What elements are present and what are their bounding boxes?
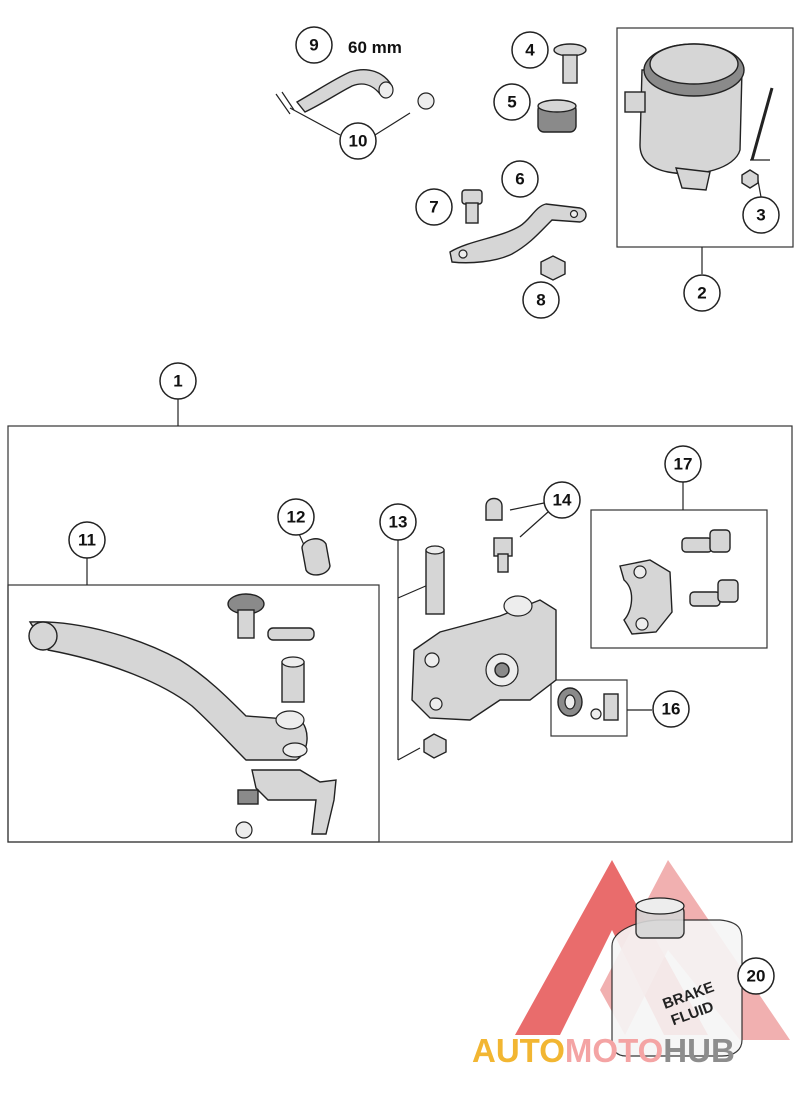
dust-boot xyxy=(301,538,331,576)
adjuster-shank xyxy=(237,609,255,639)
callout-10: 10 xyxy=(339,122,377,160)
svg-text:10: 10 xyxy=(349,132,368,151)
callout-13: 13 xyxy=(379,503,417,541)
callout-8: 8 xyxy=(522,281,560,319)
svg-text:13: 13 xyxy=(389,513,408,532)
callout-7: 7 xyxy=(415,188,453,226)
clamp-hole-bottom xyxy=(635,617,649,631)
lever-spring xyxy=(237,789,259,805)
leader-lines xyxy=(86,107,770,761)
svg-text:20: 20 xyxy=(747,967,766,986)
callout-14: 14 xyxy=(543,481,581,519)
pivot-nut xyxy=(423,733,447,759)
lever-pivot-hole xyxy=(275,710,305,730)
bleeder-cap xyxy=(485,497,503,521)
lever-assembly-frame xyxy=(7,584,380,843)
svg-text:11: 11 xyxy=(78,531,96,550)
svg-text:7: 7 xyxy=(429,198,438,217)
lever-blade xyxy=(251,769,337,835)
svg-text:2: 2 xyxy=(697,284,706,303)
hose xyxy=(295,68,393,113)
callout-20: 20 xyxy=(737,957,775,995)
pivot-pin-top xyxy=(425,545,445,555)
reservoir-nut xyxy=(741,169,759,189)
hose-length-label: 60 mm xyxy=(348,38,402,57)
callout-9: 9 xyxy=(295,26,333,64)
bracket-bolt-shank xyxy=(465,202,479,224)
watermark-text: AUTOMOTOHUB xyxy=(472,1032,735,1069)
callout-5: 5 xyxy=(493,83,531,121)
brake-lever xyxy=(28,621,308,761)
clamp-bolt-upper-head xyxy=(709,529,731,553)
reservoir-assembly-frame xyxy=(616,27,794,248)
clamp-bolt-lower-shank xyxy=(689,591,721,607)
mount-hole-left xyxy=(424,652,440,668)
bleeder-valve-tip xyxy=(497,553,509,573)
clamp-bolt-upper-shank xyxy=(681,537,713,553)
reservoir-body xyxy=(639,69,743,175)
svg-text:1: 1 xyxy=(173,372,182,391)
hose-clamp-right xyxy=(417,92,435,110)
callout-11: 11 xyxy=(68,521,106,559)
master-cylinder-assembly-frame xyxy=(7,425,793,843)
callout-16: 16 xyxy=(652,690,690,728)
master-cylinder-port xyxy=(503,595,533,617)
lever-clip xyxy=(235,821,253,839)
svg-text:12: 12 xyxy=(287,508,306,527)
handlebar-clamp xyxy=(619,559,673,635)
reservoir-outlet xyxy=(675,167,711,191)
bracket-hole-right xyxy=(569,209,579,219)
seal-grommet-inner xyxy=(564,694,576,710)
svg-text:8: 8 xyxy=(536,291,545,310)
seal-ring xyxy=(590,708,602,720)
bleeder-valve-body xyxy=(493,537,513,557)
svg-text:16: 16 xyxy=(662,700,681,719)
bottle-cap-top xyxy=(635,897,685,915)
reservoir-mount-tab xyxy=(624,91,646,113)
svg-text:4: 4 xyxy=(525,41,535,60)
clamp-bolt-lower-head xyxy=(717,579,739,603)
seal-fitting xyxy=(603,693,619,721)
callout-2: 2 xyxy=(683,274,721,312)
svg-text:3: 3 xyxy=(756,206,765,225)
lever-bushing xyxy=(281,661,305,703)
lever-pivot-hole-2 xyxy=(282,742,308,758)
lever-tip xyxy=(28,621,58,651)
bracket-nut xyxy=(540,255,566,281)
reservoir-bracket xyxy=(449,203,587,264)
svg-text:5: 5 xyxy=(507,93,516,112)
svg-text:9: 9 xyxy=(309,36,318,55)
reservoir-cap-screw-head xyxy=(553,43,587,57)
reservoir-bolt xyxy=(750,87,774,161)
mount-hole-lower xyxy=(429,697,443,711)
svg-text:6: 6 xyxy=(515,170,524,189)
hose-end xyxy=(378,81,394,99)
pivot-pin xyxy=(425,549,445,615)
master-cylinder-bore-inner xyxy=(494,662,510,678)
callout-1: 1 xyxy=(159,362,197,400)
callout-4: 4 xyxy=(511,31,549,69)
lever-bushing-top xyxy=(281,656,305,668)
svg-text:14: 14 xyxy=(553,491,572,510)
callout-12: 12 xyxy=(277,498,315,536)
bracket-bolt-head xyxy=(461,189,483,205)
callout-3: 3 xyxy=(742,196,780,234)
master-cylinder-body xyxy=(411,599,557,721)
hose-clamp-left xyxy=(275,91,295,115)
callout-17: 17 xyxy=(664,445,702,483)
bracket-hole-left xyxy=(458,249,468,259)
seal-kit-frame xyxy=(550,679,628,737)
reservoir-cap-screw-shank xyxy=(562,54,578,84)
grommet-top xyxy=(537,99,577,113)
clamp-hole-top xyxy=(633,565,647,579)
reservoir-lid-top xyxy=(649,43,739,85)
clamp-assembly-frame xyxy=(590,509,768,649)
adjuster-pin xyxy=(267,627,315,641)
svg-text:17: 17 xyxy=(674,455,693,474)
callout-6: 6 xyxy=(501,160,539,198)
